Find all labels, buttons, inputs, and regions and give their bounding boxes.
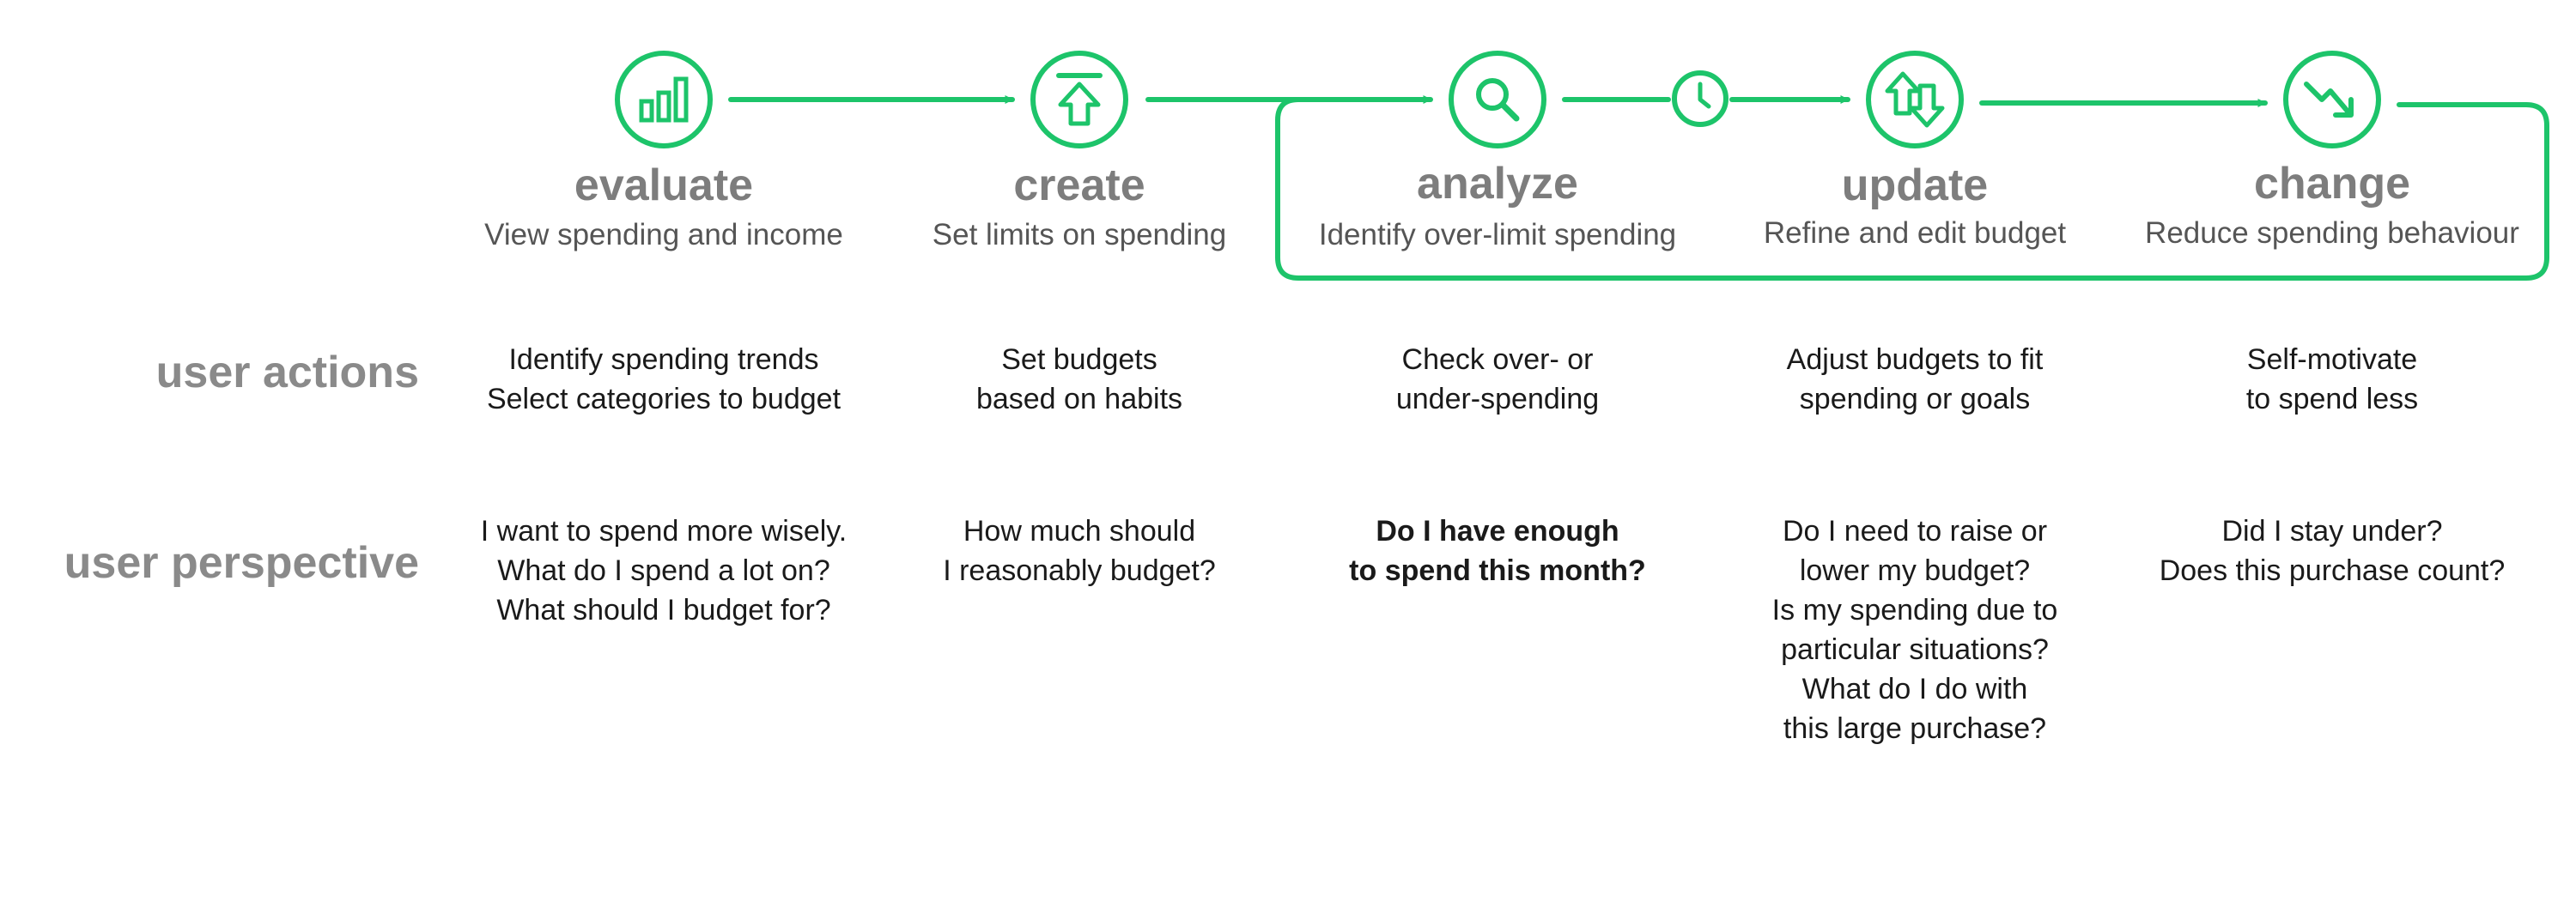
cell-line: particular situations? bbox=[1781, 633, 2049, 666]
stage-subtitle-create: Set limits on spending bbox=[932, 218, 1227, 251]
stage-title-change: change bbox=[2253, 159, 2411, 209]
cell-line: Set budgets bbox=[1001, 343, 1157, 376]
cell-line: Self-motivate bbox=[2246, 343, 2418, 376]
cell-line: Select categories to budget bbox=[486, 383, 841, 415]
stage-subtitle-change: Reduce spending behaviour bbox=[2145, 216, 2519, 250]
cell-line: What do I spend a lot on? bbox=[497, 554, 830, 587]
cell-line: I want to spend more wisely. bbox=[480, 515, 848, 548]
stage-subtitle-evaluate: View spending and income bbox=[484, 218, 843, 251]
cell-line: What should I budget for? bbox=[496, 594, 831, 626]
cell-line: lower my budget? bbox=[1799, 554, 2031, 587]
swap-arrows-icon bbox=[1866, 51, 1964, 148]
row-label-user-perspective: user perspective bbox=[64, 538, 419, 588]
cell-line: under-spending bbox=[1395, 383, 1600, 415]
perspective-cell-analyze: Do I have enough to spend this month? bbox=[1291, 511, 1704, 590]
cell-line: Identify spending trends bbox=[508, 343, 819, 376]
action-cell-update: Adjust budgets to fit spending or goals bbox=[1709, 340, 2121, 419]
cell-line: Is my spending due to bbox=[1771, 594, 2058, 626]
stage-subtitle-update: Refine and edit budget bbox=[1763, 216, 2067, 250]
upload-limit-icon bbox=[1030, 51, 1128, 148]
cell-line: Does this purchase count? bbox=[2159, 554, 2506, 587]
cell-line: How much should bbox=[963, 515, 1196, 548]
stage-title-update: update bbox=[1841, 160, 1989, 210]
perspective-cell-create: How much should I reasonably budget? bbox=[873, 511, 1285, 590]
perspective-cell-update: Do I need to raise or lower my budget? Is … bbox=[1709, 511, 2121, 748]
stage-title-evaluate: evaluate bbox=[574, 160, 754, 210]
cell-line: spending or goals bbox=[1799, 383, 2031, 415]
trend-down-icon bbox=[2283, 51, 2381, 148]
perspective-cell-change: Did I stay under? Does this purchase coun… bbox=[2126, 511, 2538, 590]
action-cell-analyze: Check over- or under-spending bbox=[1291, 340, 1704, 419]
cell-line: this large purchase? bbox=[1783, 712, 2047, 745]
action-cell-create: Set budgets based on habits bbox=[873, 340, 1285, 419]
cell-line: to spend this month? bbox=[1349, 554, 1646, 587]
cell-line: to spend less bbox=[2245, 383, 2419, 415]
search-icon bbox=[1449, 51, 1546, 148]
cell-line: Did I stay under? bbox=[2221, 515, 2443, 548]
cell-line: Do I have enough bbox=[1376, 515, 1619, 548]
stage-title-analyze: analyze bbox=[1417, 159, 1578, 209]
bar-chart-icon bbox=[615, 51, 713, 148]
row-label-user-actions: user actions bbox=[155, 348, 419, 397]
cell-line: Check over- or bbox=[1401, 343, 1594, 376]
cell-line: What do I do with bbox=[1801, 673, 2028, 705]
stage-subtitle-analyze: Identify over-limit spending bbox=[1318, 218, 1677, 251]
cell-line: I reasonably budget? bbox=[943, 554, 1216, 587]
cell-line: Do I need to raise or bbox=[1782, 515, 2048, 548]
feedback-loop bbox=[1275, 97, 2549, 281]
action-cell-change: Self-motivate to spend less bbox=[2126, 340, 2538, 419]
cell-line: Adjust budgets to fit bbox=[1786, 343, 2044, 376]
perspective-cell-evaluate: I want to spend more wisely. What do I sp… bbox=[458, 511, 870, 630]
stage-title-create: create bbox=[1013, 160, 1145, 210]
clock-icon bbox=[1672, 70, 1728, 127]
cell-line: based on habits bbox=[975, 383, 1183, 415]
